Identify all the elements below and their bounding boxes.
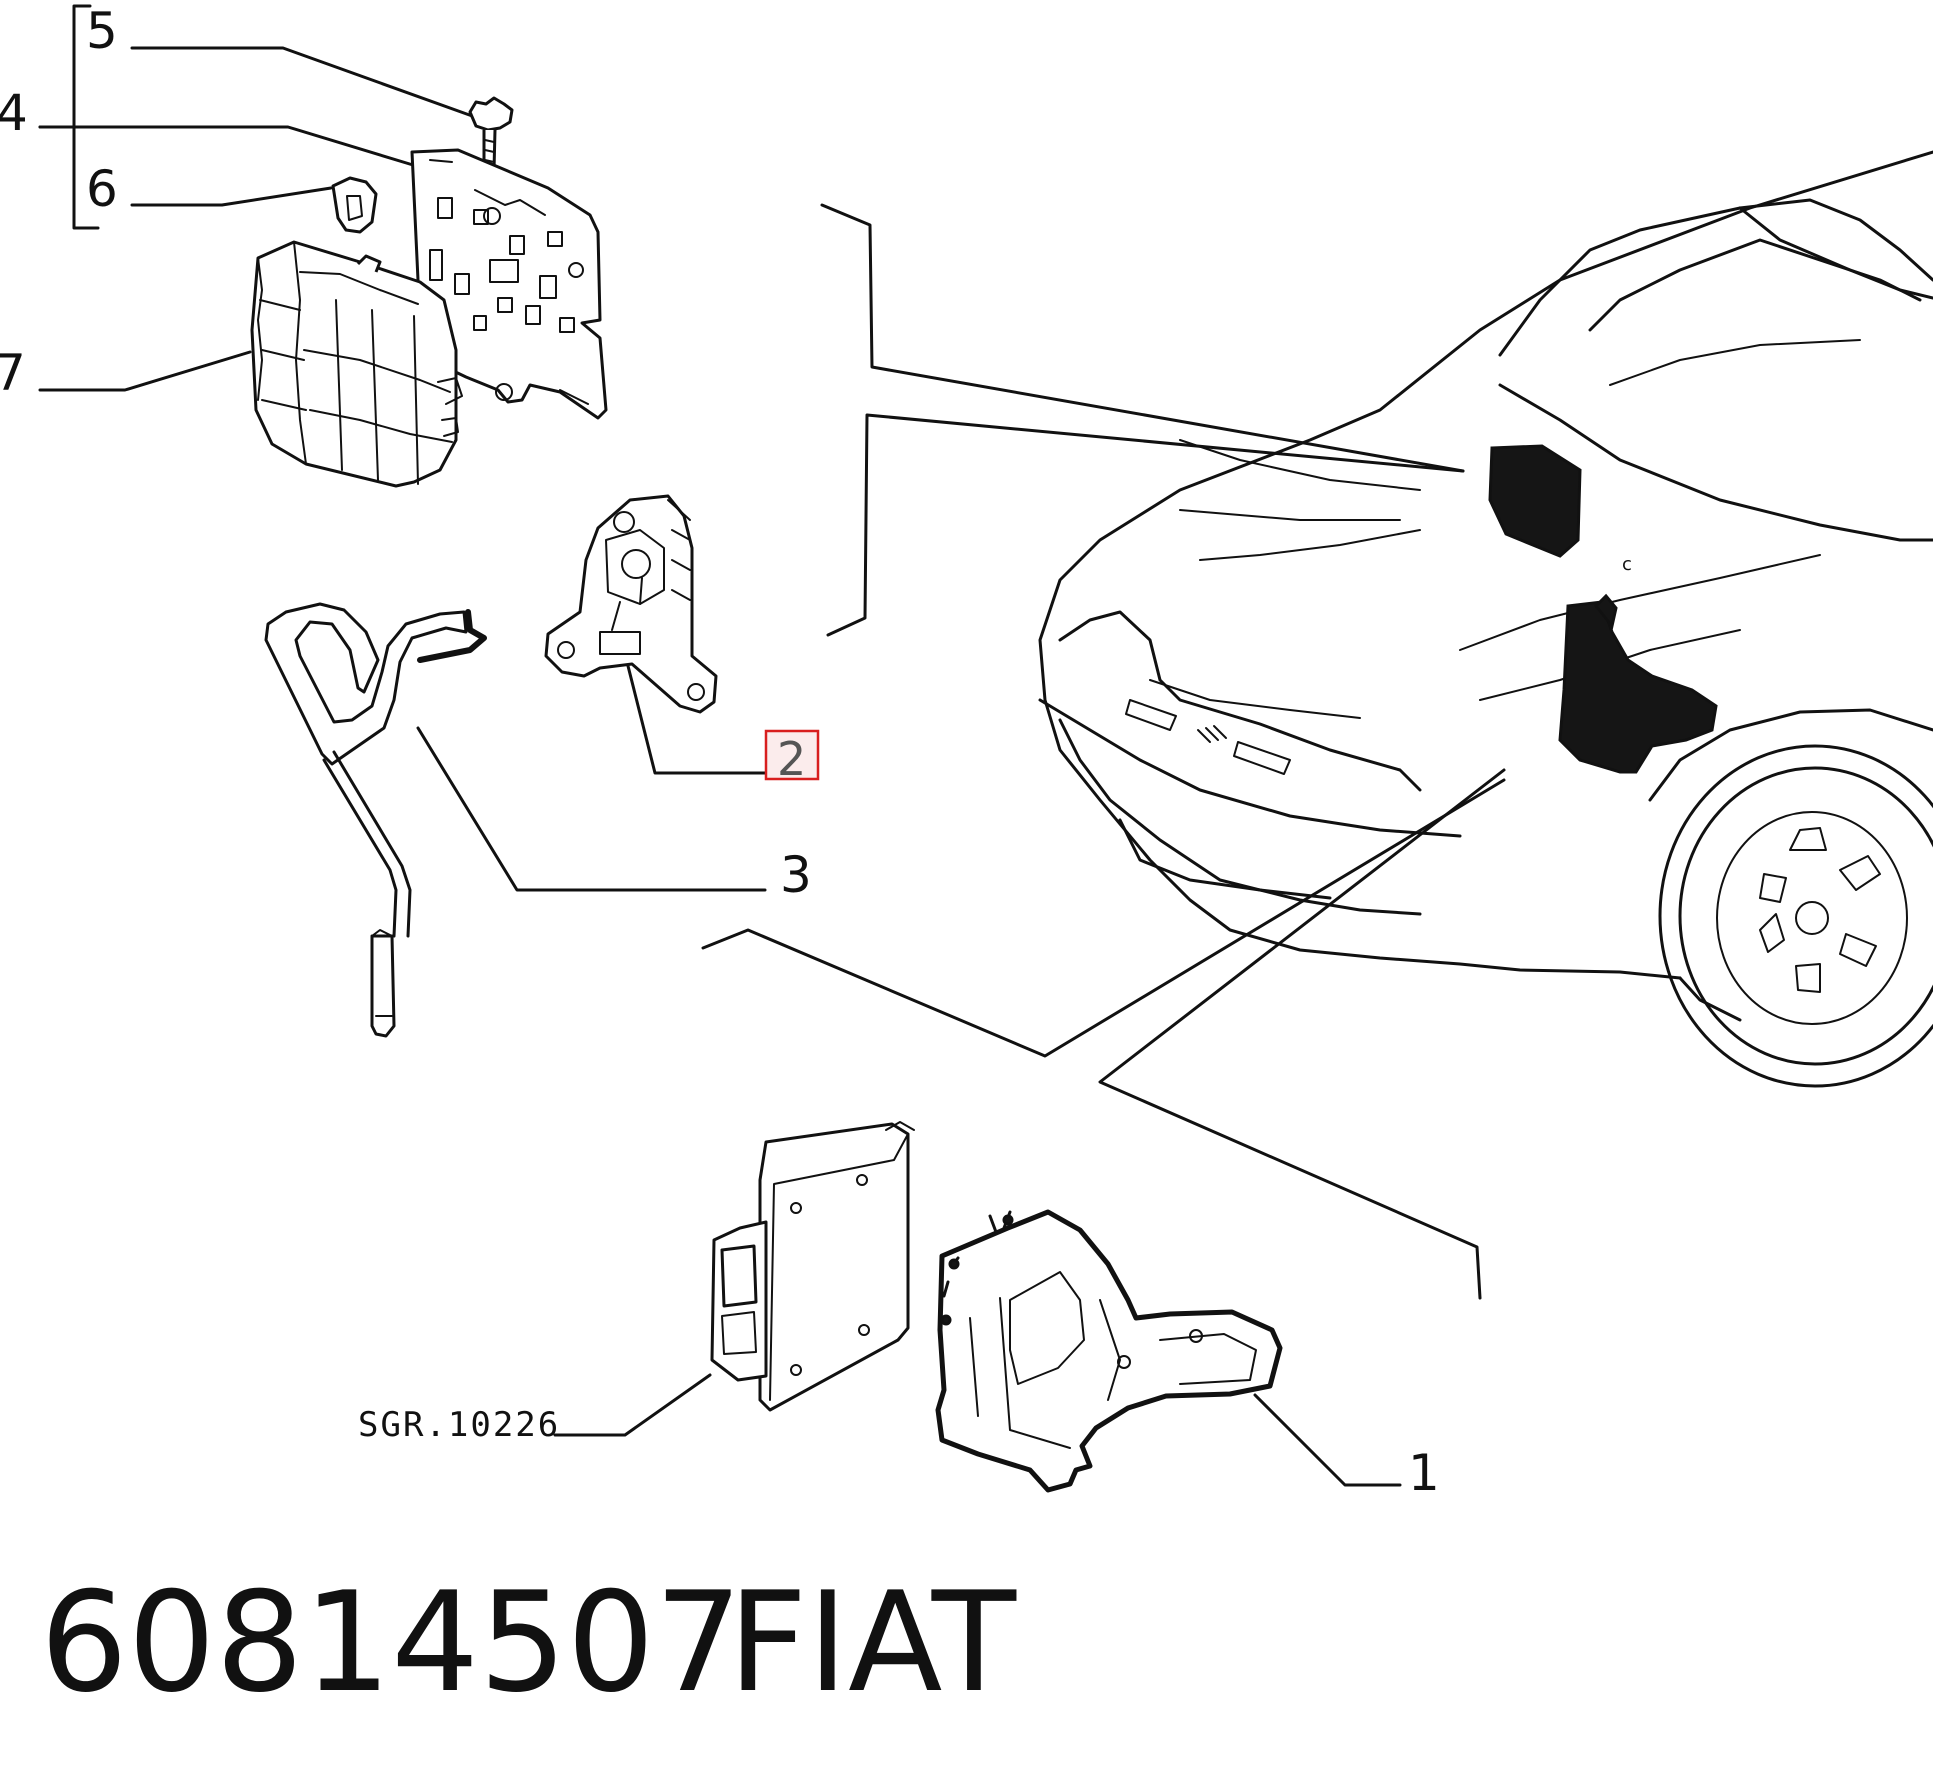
part-number: 60814507 (40, 1562, 742, 1723)
brand-name: FIAT (728, 1562, 1017, 1723)
callout-7: 7 (0, 344, 26, 402)
callout-2-highlight-box (764, 729, 820, 781)
part-3-hose (264, 602, 487, 1038)
leader-5 (130, 46, 477, 119)
callout-5: 5 (86, 2, 118, 60)
car-illustration: c (1038, 150, 1933, 1088)
leader-2 (625, 660, 767, 775)
reference-label: SGR.10226 (358, 1405, 560, 1445)
leader-3 (416, 726, 767, 892)
leader-6 (130, 186, 333, 207)
ecu-module (710, 1121, 915, 1412)
leader-7 (38, 350, 252, 392)
callout-2: 2 (777, 732, 806, 786)
callout-1: 1 (1408, 1444, 1440, 1502)
part-5-knob-screw (468, 96, 514, 172)
callout-6: 6 (86, 160, 118, 218)
svg-text:c: c (1622, 554, 1632, 575)
callout-4: 4 (0, 84, 28, 142)
part-4-mounting-plate (410, 148, 608, 420)
leader-lines (38, 46, 1402, 1487)
leader-1 (1253, 1393, 1402, 1487)
callout-3: 3 (780, 846, 812, 904)
leader-4 (38, 125, 415, 167)
part-1-bracket (935, 1209, 1283, 1493)
part-2-sensor (544, 494, 718, 714)
leader-ref (553, 1373, 712, 1437)
part-7-reservoir (250, 240, 463, 488)
assembly-guide-lines (701, 203, 1506, 1300)
part-6-clip (331, 176, 378, 234)
